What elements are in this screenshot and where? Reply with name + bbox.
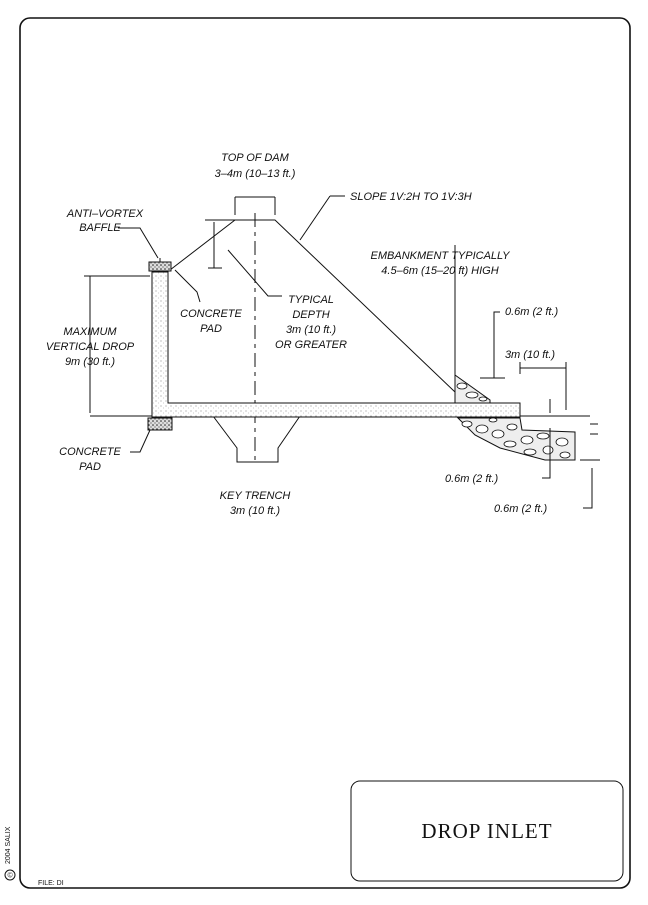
file-label: FILE: DI — [38, 880, 64, 887]
baffle-label: BAFFLE — [79, 222, 121, 234]
slope-label: SLOPE 1V:2H TO 1V:3H — [350, 191, 472, 203]
riprap-stones — [456, 382, 571, 459]
depth-value: 3m (10 ft.) — [286, 324, 336, 336]
sheet-border — [19, 17, 631, 889]
slope-leader-diagonal — [299, 195, 331, 241]
copyright-text: 2004 SALIX — [5, 826, 12, 864]
concrete-pad-top-leader — [174, 269, 201, 303]
dim-3m-label: 3m (10 ft.) — [505, 349, 555, 361]
dim-06-bottom-label: 0.6m (2 ft.) — [494, 503, 548, 515]
dim-06-mid-label: 0.6m (2 ft.) — [445, 473, 499, 485]
anti-vortex-baffle — [148, 261, 172, 272]
dim-06-mid-leader — [542, 428, 551, 479]
depth-leader — [227, 249, 282, 297]
riprap-apron — [454, 374, 576, 461]
copyright-circle — [4, 869, 16, 881]
title-block — [350, 780, 624, 882]
drop-riser-and-barrel — [151, 271, 521, 418]
drawing-title: DROP INLET — [421, 819, 552, 843]
dim-06-bottom-leader — [583, 468, 593, 509]
top-of-dam-label: TOP OF DAM — [221, 152, 289, 164]
vertical-drop-label: VERTICAL DROP — [46, 341, 135, 353]
concrete-pad-bottom-label-2: PAD — [79, 461, 101, 473]
baffle-leader — [118, 227, 159, 259]
concrete-pad-bottom-leader — [130, 429, 151, 453]
key-trench-dimension: 3m (10 ft.) — [230, 505, 280, 517]
typical-label: TYPICAL — [288, 294, 334, 306]
depth-label: DEPTH — [292, 309, 329, 321]
anti-vortex-label: ANTI–VORTEX — [66, 208, 144, 220]
concrete-pad-bottom-label: CONCRETE — [59, 446, 121, 458]
concrete-pad-top-label-2: PAD — [200, 323, 222, 335]
max-drop-label: MAXIMUM — [63, 326, 117, 338]
embankment-label: EMBANKMENT TYPICALLY — [371, 250, 511, 262]
dim-06-top-leader — [493, 311, 500, 378]
depth-qualifier: OR GREATER — [275, 339, 347, 351]
dim-06-top-label: 0.6m (2 ft.) — [505, 306, 559, 318]
key-trench-label: KEY TRENCH — [220, 490, 291, 502]
key-trench — [212, 415, 301, 463]
concrete-pad-base — [147, 417, 173, 431]
embankment-height: 4.5–6m (15–20 ft) HIGH — [381, 265, 498, 277]
copyright-mark: © 2004 SALIX — [4, 826, 16, 881]
max-drop-value: 9m (30 ft.) — [65, 356, 115, 368]
concrete-pad-top-label: CONCRETE — [180, 308, 242, 320]
embankment-outline — [169, 219, 456, 393]
top-of-dam-dimension: 3–4m (10–13 ft.) — [215, 168, 296, 180]
copyright-symbol: © — [8, 872, 14, 880]
